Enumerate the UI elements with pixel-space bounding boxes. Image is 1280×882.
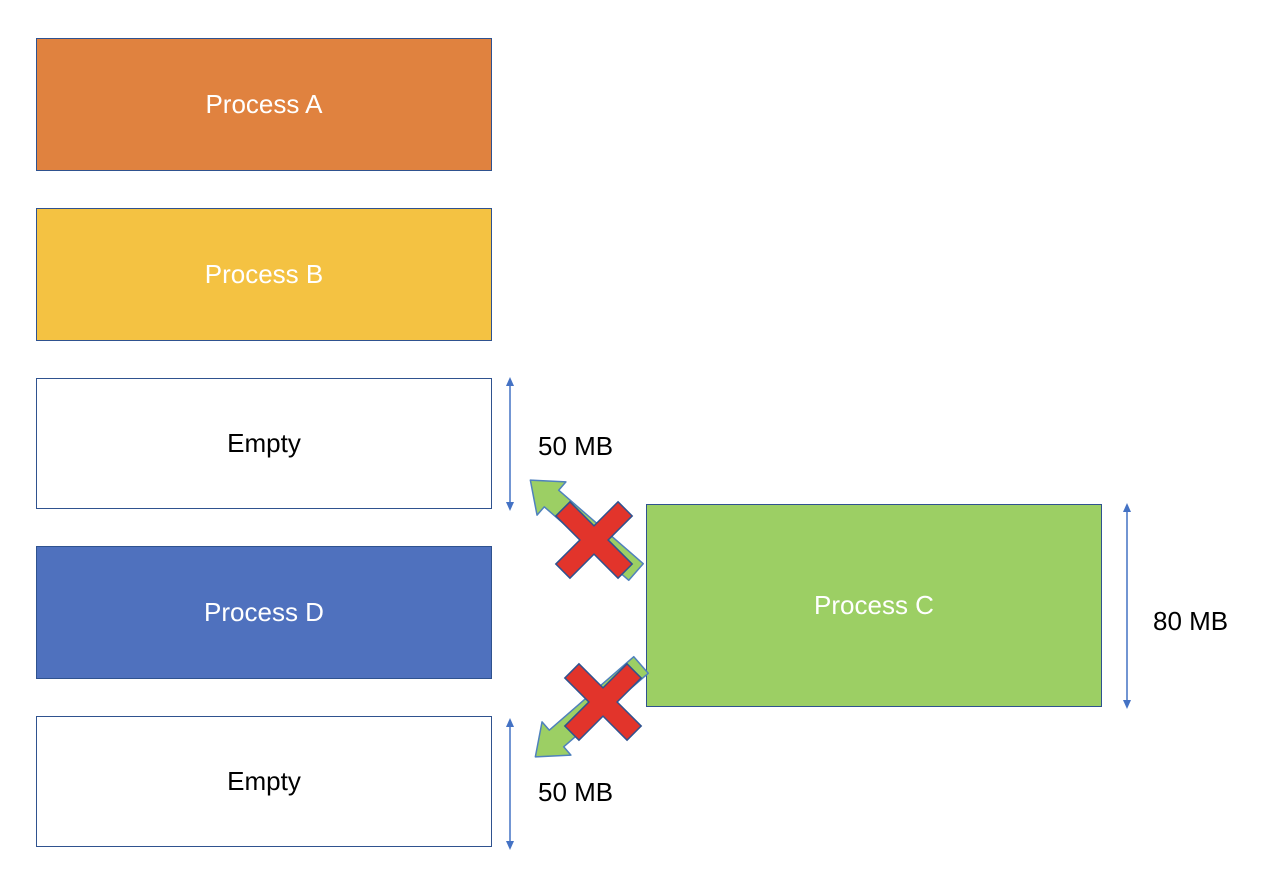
process-b-label: Process B [204, 259, 324, 289]
empty-top-size-label: 50 MB [538, 431, 614, 461]
process-b-block: Process B [36, 208, 492, 341]
cross-icon [554, 500, 634, 580]
empty-bottom-label: Empty [227, 766, 301, 796]
arrow-down-left-icon [534, 655, 649, 758]
process-d-block: Process D [36, 546, 492, 679]
process-c-size-label: 80 MB [1153, 606, 1229, 636]
empty-top-label: Empty [227, 428, 301, 458]
process-d-label: Process D [204, 597, 324, 627]
empty-block-top: Empty [36, 378, 492, 509]
process-c-block: Process C [646, 504, 1102, 707]
process-a-label: Process A [205, 89, 323, 119]
empty-block-bottom: Empty [36, 716, 492, 847]
empty-bottom-size-label: 50 MB [538, 777, 614, 807]
process-c-label: Process C [814, 590, 934, 620]
process-a-block: Process A [36, 38, 492, 171]
arrow-up-left-icon [529, 479, 644, 582]
